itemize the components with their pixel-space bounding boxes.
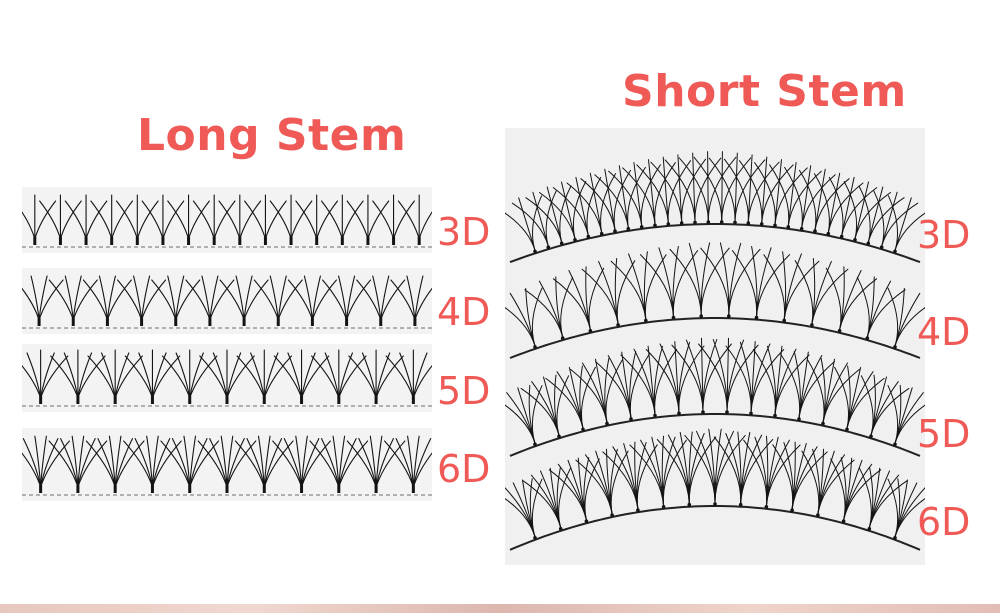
short-stem-lash-strips (496, 128, 934, 565)
long-stem-title: Long Stem (137, 110, 407, 161)
long-stem-label-4d: 4D (437, 290, 491, 334)
long-stem-label-3d: 3D (437, 210, 491, 254)
bottom-photo-band (0, 604, 1000, 613)
short-stem-strip-4d (496, 242, 934, 359)
short-stem-label-5d: 5D (917, 412, 971, 456)
short-stem-label-4d: 4D (917, 310, 971, 354)
short-stem-strip-3d (498, 151, 932, 264)
long-stem-lash-strips (11, 187, 443, 501)
long-stem-panel (11, 185, 443, 520)
short-stem-title: Short Stem (622, 66, 907, 117)
short-stem-label-3d: 3D (917, 213, 971, 257)
long-stem-strip-5d (12, 344, 442, 412)
long-stem-label-6d: 6D (437, 447, 491, 491)
short-stem-strip-5d (496, 337, 934, 457)
short-stem-label-6d: 6D (917, 500, 971, 544)
long-stem-label-5d: 5D (437, 369, 491, 413)
short-stem-panel (496, 128, 934, 565)
long-stem-strip-3d (13, 187, 441, 253)
long-stem-strip-6d (11, 428, 443, 501)
long-stem-strip-4d (14, 268, 440, 334)
